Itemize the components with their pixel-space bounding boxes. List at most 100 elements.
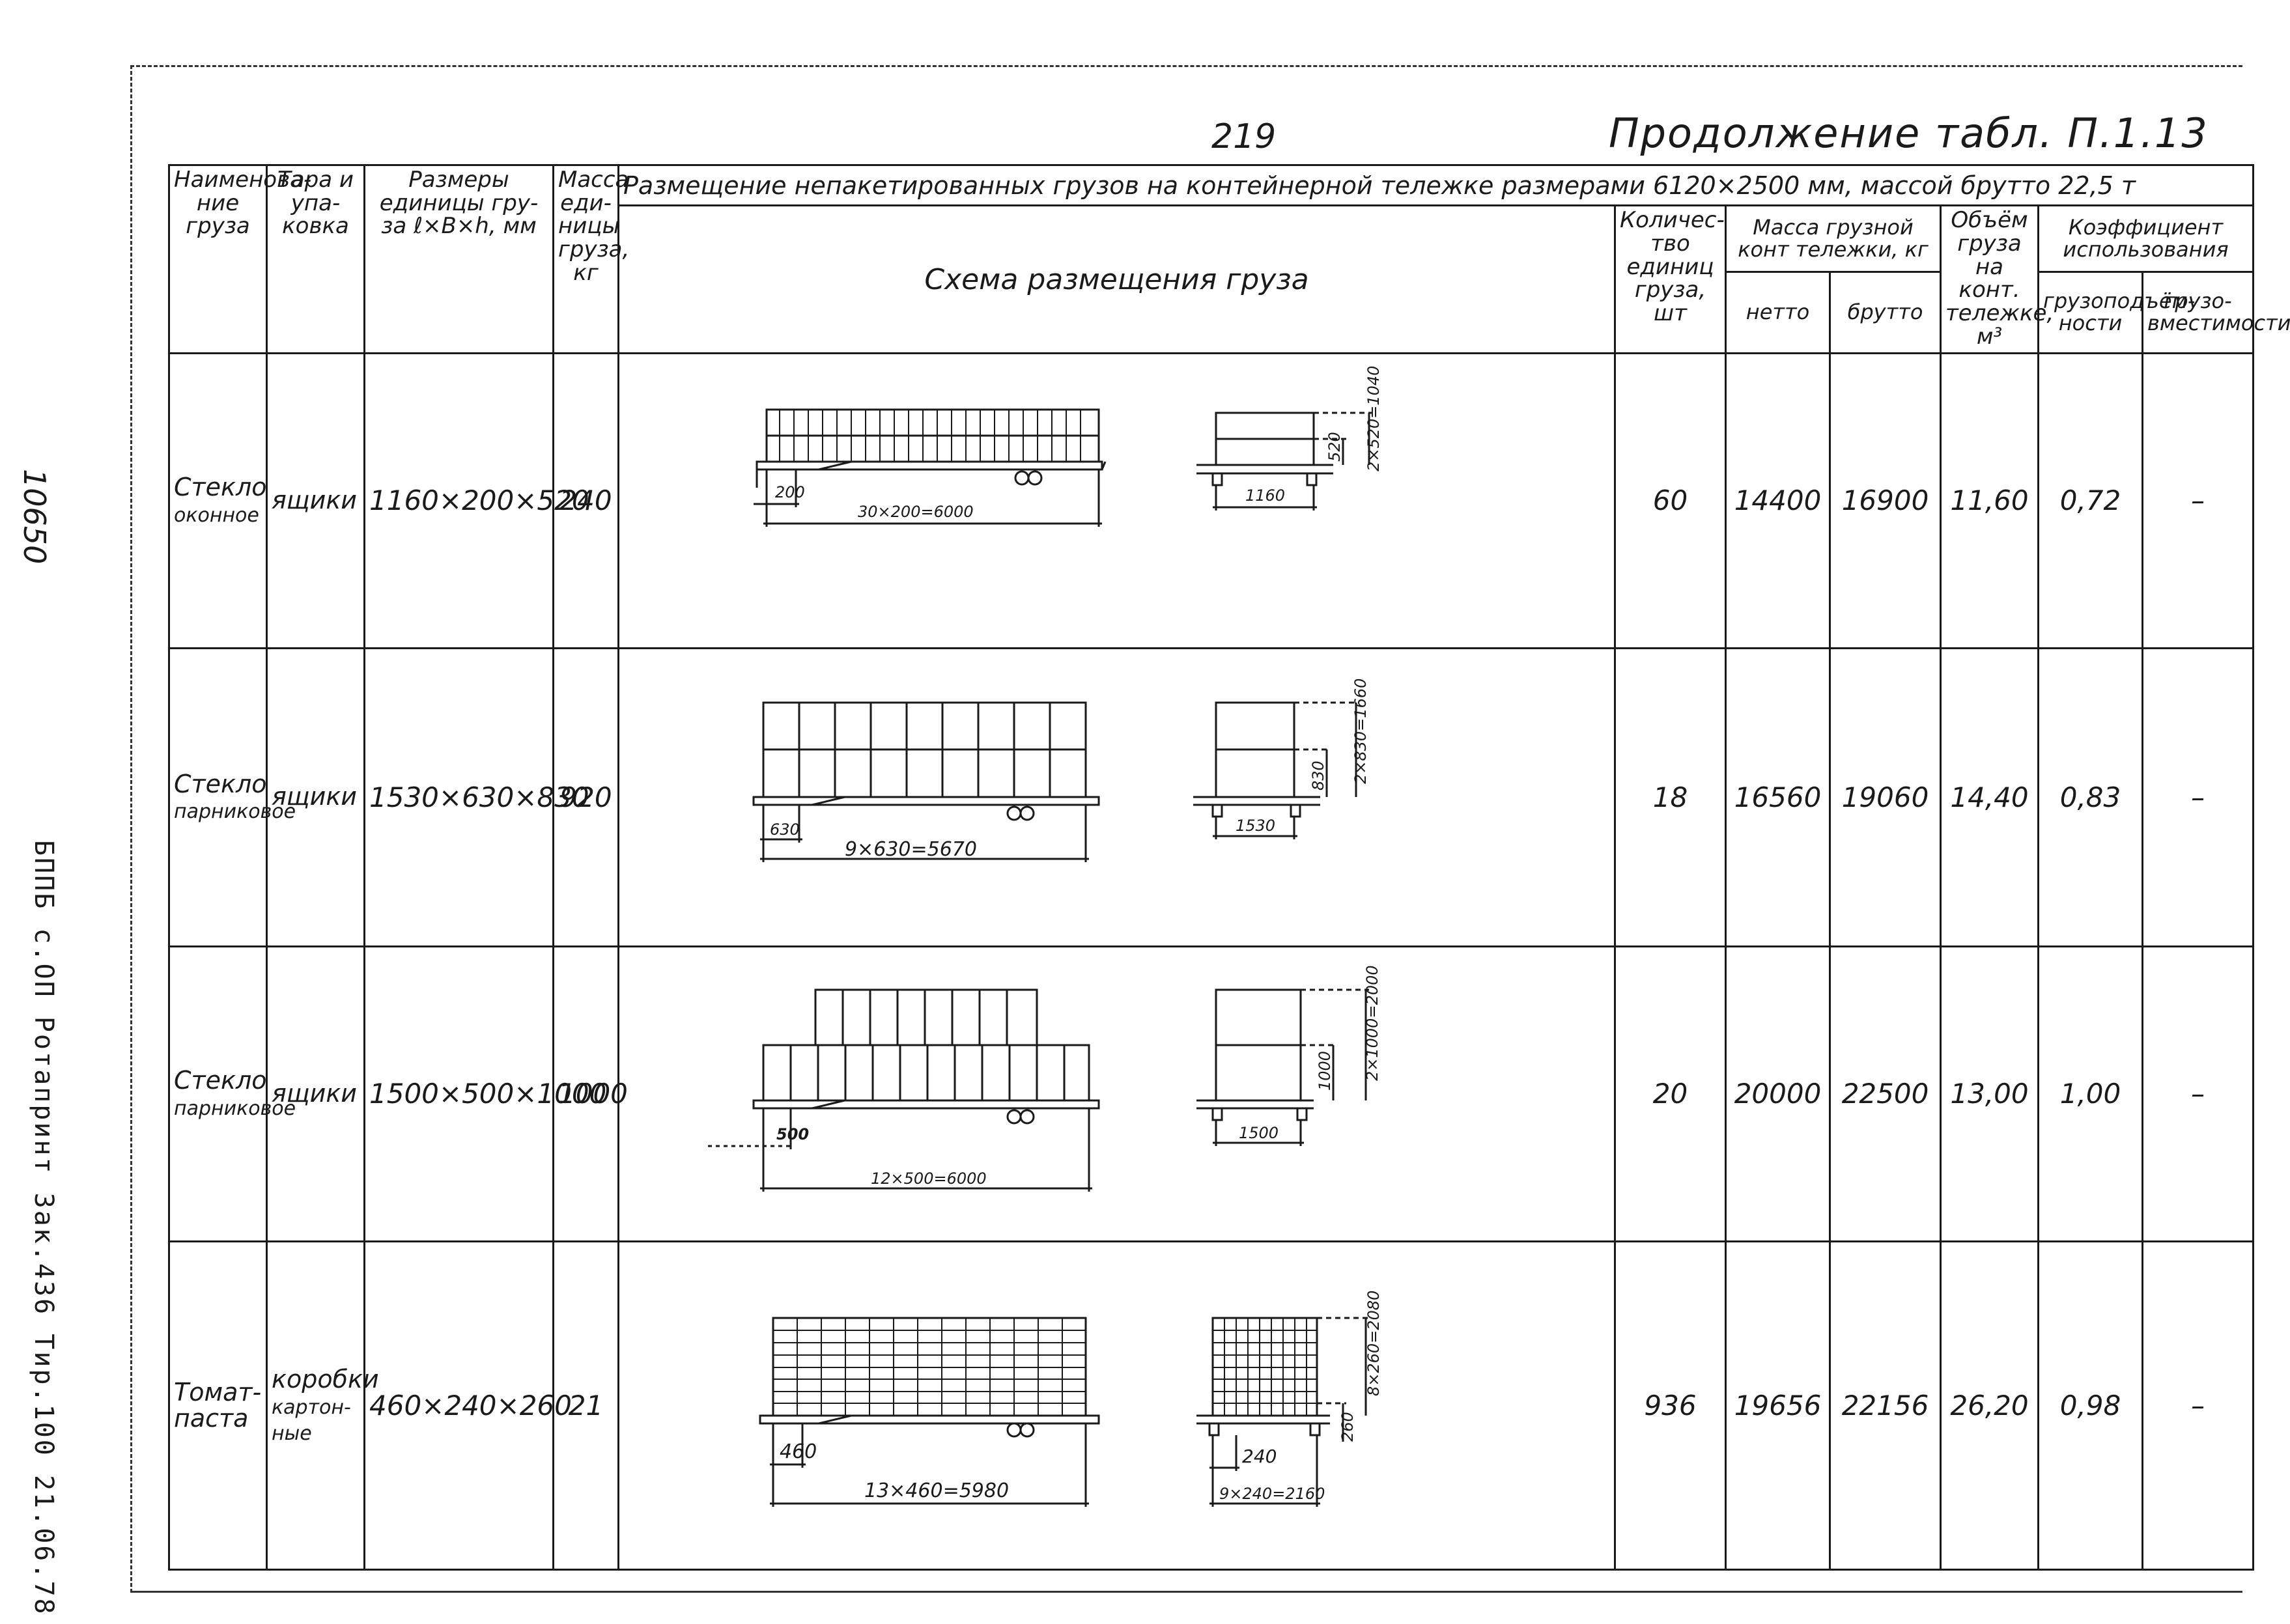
netto-cell: 14400 — [1725, 352, 1831, 650]
page-frame — [130, 65, 2242, 1593]
cargo-name: Стекло — [174, 473, 267, 502]
dimensions-cell: 1160×200×520 — [363, 352, 589, 650]
packaging-label: коробки — [272, 1364, 379, 1393]
dim-label: 2×520=1040 — [1364, 366, 1383, 471]
volume-cell: 13,00 — [1940, 945, 2039, 1243]
side-print-stamp: БППБ с.ОП Ротапринт Зак.436 Тир.100 21.0… — [29, 840, 59, 1616]
dimensions-cell: 460×240×260 — [363, 1240, 572, 1571]
header-placement: Размещение непакетированных грузов на ко… — [617, 163, 2255, 207]
scheme-drawing-row1: 200 30×200=6000 1160 520 2×520=1040 — [754, 366, 1383, 527]
coef-capacity-cell: – — [2141, 647, 2255, 947]
dimensions-cell: 1500×500×1000 — [363, 945, 606, 1243]
table-row: Томат-паста коробки картон-ные 460×240×2… — [168, 1240, 2255, 1571]
header-coefficient: Коэффициент использования — [2037, 204, 2255, 273]
dim-label: 1500 — [1239, 1124, 1279, 1142]
dim-label: 2×830=1660 — [1351, 679, 1370, 784]
netto-cell: 20000 — [1725, 945, 1831, 1243]
dim-label: 200 — [775, 483, 805, 501]
scheme-cell: 500 12×500=6000 1500 1000 2×1000=2000 — [617, 945, 1616, 1243]
cargo-name-sub: оконное — [174, 503, 259, 527]
cargo-name: Томат-паста — [174, 1377, 262, 1433]
header-dimensions: Размеры единицы гру-за ℓ×B×h, мм — [363, 164, 554, 354]
coef-capacity-cell: – — [2141, 352, 2255, 650]
brutto-cell: 19060 — [1829, 647, 1942, 947]
brutto-cell: 22500 — [1829, 945, 1942, 1243]
cargo-placement-table: Наименова-ние груза Тара и упа-ковка Раз… — [168, 163, 2290, 1571]
quantity-cell: 20 — [1614, 945, 1727, 1243]
scheme-drawing-row4: 460 13×460=5980 240 9×240=2160 260 8×260… — [759, 1290, 1383, 1507]
dim-label: 9×630=5670 — [845, 838, 977, 861]
volume-cell: 11,60 — [1940, 352, 2039, 650]
unit-mass-cell: 21 — [552, 1240, 619, 1571]
packaging-cell: ящики — [266, 647, 365, 947]
header-brutto: брутто — [1829, 270, 1942, 354]
unit-mass-cell: 240 — [552, 352, 619, 650]
unit-mass-cell: 1000 — [552, 945, 628, 1243]
dim-label: 260 — [1338, 1412, 1357, 1442]
coef-volume-cell: 0,83 — [2037, 647, 2143, 947]
coef-capacity-cell: – — [2141, 1240, 2255, 1571]
quantity-cell: 936 — [1614, 1240, 1727, 1571]
page-number: 219 — [1211, 117, 1277, 156]
volume-cell: 26,20 — [1940, 1240, 2039, 1571]
quantity-cell: 60 — [1614, 352, 1727, 650]
dim-label: 240 — [1242, 1446, 1277, 1467]
header-coef-capacity: грузо-вместимости — [2141, 270, 2290, 354]
scheme-drawing-row2: 630 9×630=5670 1530 830 2×830=1660 — [752, 679, 1370, 863]
brutto-cell: 16900 — [1829, 352, 1942, 650]
scheme-cell: 200 30×200=6000 1160 520 2×520=1040 — [617, 352, 1616, 650]
packaging-cell: ящики — [266, 945, 365, 1243]
dim-label: 500 — [776, 1125, 809, 1143]
header-netto: нетто — [1725, 270, 1831, 354]
table-row: Стекло парниковое ящики 1530×630×830 920 — [168, 647, 2255, 947]
netto-cell: 16560 — [1725, 647, 1831, 947]
dim-label: 13×460=5980 — [864, 1479, 1009, 1502]
header-scheme: Схема размещения груза — [617, 204, 1616, 354]
cargo-name-cell: Стекло оконное — [168, 352, 268, 650]
coef-volume-cell: 1,00 — [2037, 945, 2143, 1243]
header-quantity: Количес-тво единиц груза, шт — [1614, 204, 1727, 354]
header-cargo-name: Наименова-ние груза — [168, 164, 311, 354]
header-unit-mass: Масса еди-ницы груза, кг — [552, 164, 629, 354]
scheme-cell: 460 13×460=5980 240 9×240=2160 260 8×260… — [617, 1240, 1616, 1571]
dim-label: 1160 — [1245, 486, 1285, 505]
netto-cell: 19656 — [1725, 1240, 1831, 1571]
cargo-name-cell: Стекло парниковое — [168, 945, 296, 1243]
dim-label: 12×500=6000 — [871, 1169, 987, 1188]
cargo-name: Стекло — [174, 1066, 267, 1095]
header-coef-volume: грузоподъём-ности — [2037, 270, 2195, 354]
brutto-cell: 22156 — [1829, 1240, 1942, 1571]
unit-mass-cell: 920 — [552, 647, 619, 947]
dim-label: 9×240=2160 — [1219, 1485, 1325, 1503]
header-packaging: Тара и упа-ковка — [266, 164, 365, 354]
volume-cell: 14,40 — [1940, 647, 2039, 947]
packaging-cell: ящики — [266, 352, 365, 650]
scheme-cell: 630 9×630=5670 1530 830 2×830=1660 — [617, 647, 1616, 947]
packaging-label-sub: картон-ные — [272, 1395, 351, 1445]
cargo-name: Стекло — [174, 769, 267, 798]
dim-label: 520 — [1325, 432, 1344, 462]
table-row: Стекло парниковое ящики 1500×500×1000 10… — [168, 945, 2255, 1243]
dim-label: 8×260=2080 — [1364, 1290, 1383, 1395]
packaging-cell: коробки картон-ные — [266, 1240, 379, 1571]
dim-label: 2×1000=2000 — [1363, 965, 1381, 1081]
coef-volume-cell: 0,72 — [2037, 352, 2143, 650]
scheme-drawing-row3: 500 12×500=6000 1500 1000 2×1000=2000 — [708, 965, 1381, 1192]
dim-label: 630 — [770, 820, 800, 839]
dim-label: 1000 — [1316, 1051, 1334, 1091]
cargo-name-cell: Томат-паста — [168, 1240, 268, 1571]
dim-label: 30×200=6000 — [858, 503, 974, 521]
header-volume: Объём груза на конт. тележке, м³ — [1940, 204, 2054, 354]
dim-label: 1530 — [1236, 817, 1275, 835]
quantity-cell: 18 — [1614, 647, 1727, 947]
header-cart-mass: Масса грузной конт тележки, кг — [1725, 204, 1942, 273]
side-document-number: 10650 — [17, 469, 52, 565]
dim-label: 460 — [780, 1440, 817, 1463]
coef-capacity-cell: – — [2141, 945, 2255, 1243]
table-row: Стекло оконное ящики 1160×200×520 240 — [168, 352, 2255, 650]
coef-volume-cell: 0,98 — [2037, 1240, 2143, 1571]
dim-label: 830 — [1309, 761, 1327, 791]
cargo-name-cell: Стекло парниковое — [168, 647, 296, 947]
dimensions-cell: 1530×630×830 — [363, 647, 589, 947]
continuation-label: Продолжение табл. П.1.13 — [1609, 109, 2209, 157]
